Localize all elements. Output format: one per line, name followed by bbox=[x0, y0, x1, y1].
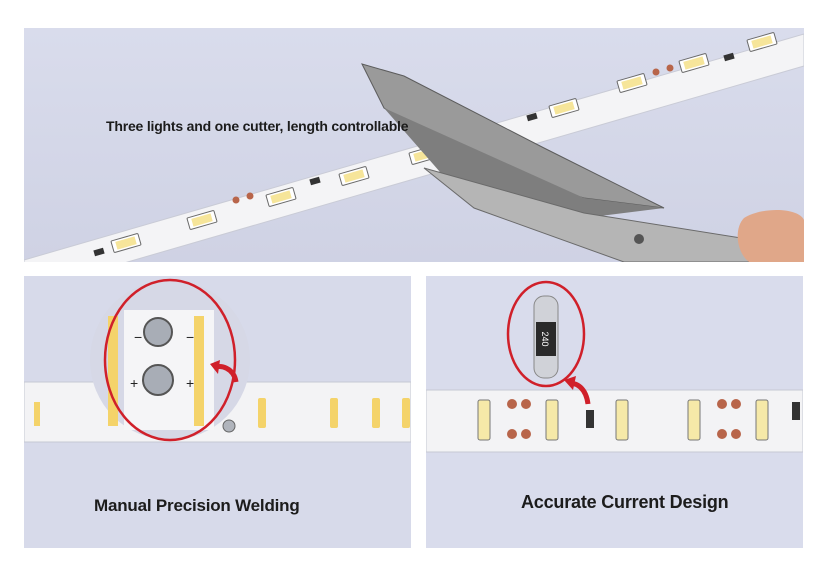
led-strip-with-scissors-illustration bbox=[24, 32, 804, 262]
svg-text:240: 240 bbox=[540, 331, 550, 346]
scissors-pivot bbox=[634, 234, 644, 244]
svg-text:−: − bbox=[186, 329, 194, 345]
welding-closeup-illustration: − + − + bbox=[24, 278, 411, 443]
zoomed-resistor-body bbox=[536, 322, 556, 356]
svg-text:+: + bbox=[130, 375, 138, 391]
bottom-left-caption: Manual Precision Welding bbox=[94, 496, 300, 515]
resistor-closeup-illustration: 240 bbox=[426, 280, 803, 453]
svg-text:+: + bbox=[186, 375, 194, 391]
top-product-image: Three lights and one cutter, length cont… bbox=[24, 28, 804, 262]
led-strip bbox=[24, 33, 804, 262]
bottom-left-product-image: − + − + Manual Precision Welding bbox=[24, 276, 411, 548]
top-caption: Three lights and one cutter, length cont… bbox=[106, 118, 409, 134]
bottom-right-product-image: 240 Accurate Current Design bbox=[426, 276, 803, 548]
scissors-blade-bottom bbox=[423, 167, 804, 262]
svg-text:−: − bbox=[134, 329, 142, 345]
finger bbox=[737, 209, 804, 262]
solder-joint-bottom bbox=[142, 364, 174, 396]
solder-joint-top bbox=[143, 317, 173, 347]
callout-circle bbox=[103, 278, 237, 442]
callout-circle bbox=[506, 280, 586, 388]
bottom-right-caption: Accurate Current Design bbox=[521, 492, 729, 512]
